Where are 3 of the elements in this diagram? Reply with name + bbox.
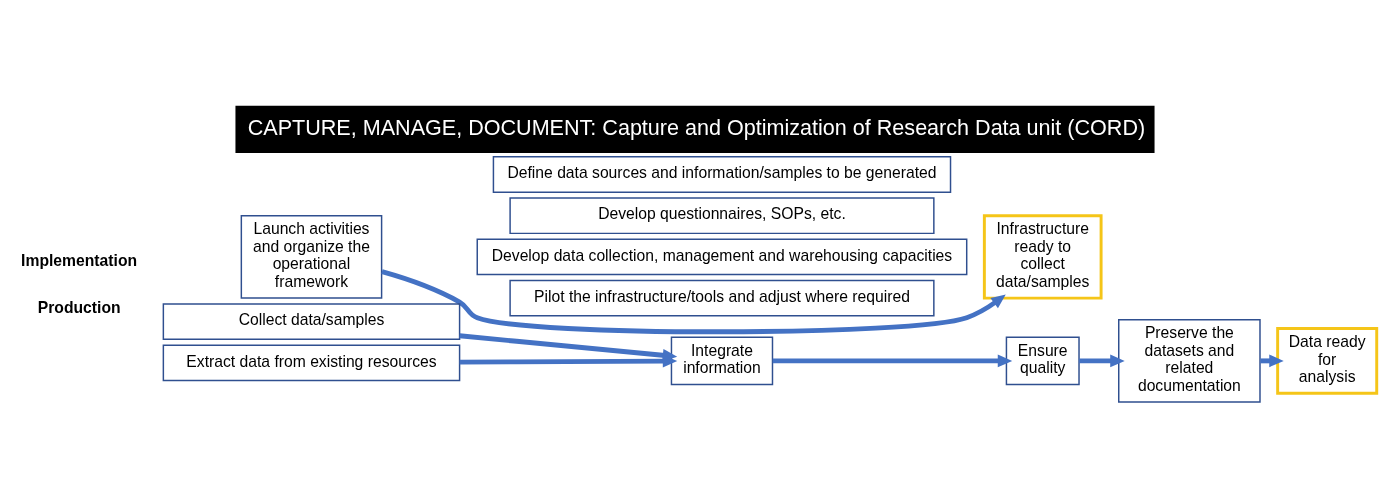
label: Production bbox=[37, 298, 121, 316]
diagram-title: CAPTURE, MANAGE, DOCUMENT: Capture and Optimization of Research Data unit (CORD) bbox=[247, 114, 1146, 140]
label: Implementation bbox=[21, 251, 138, 269]
